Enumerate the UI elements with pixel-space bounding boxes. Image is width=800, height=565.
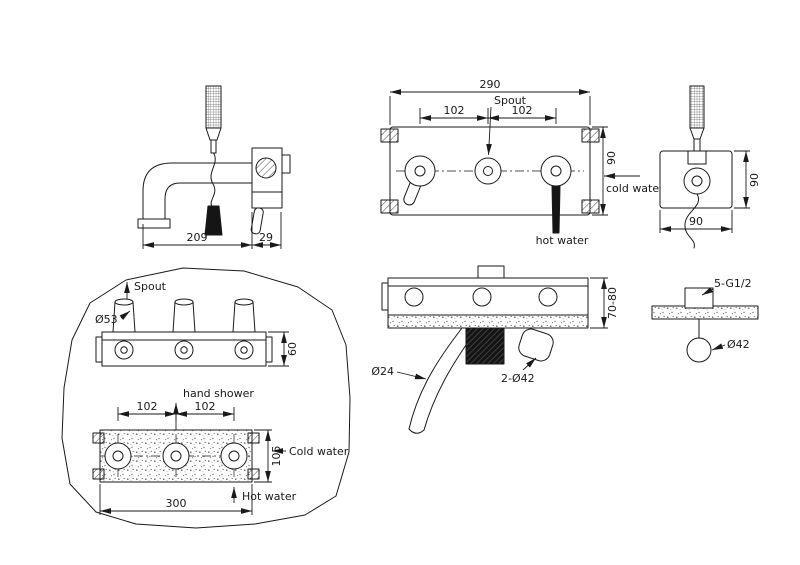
view-front: 290 102 102 Spout 90 cold water hot wate… bbox=[380, 78, 664, 247]
dim-290-label: 290 bbox=[480, 78, 501, 91]
spout-tube-inner bbox=[164, 182, 253, 220]
dia-53-label: Ø53 bbox=[95, 313, 118, 326]
cartridge-block bbox=[465, 327, 505, 365]
handshower-head bbox=[205, 85, 222, 129]
outlet-elbow bbox=[518, 328, 554, 362]
shower-hose bbox=[210, 152, 216, 208]
detail-bubble-outline bbox=[61, 267, 351, 529]
spout-stub bbox=[172, 301, 196, 333]
dim-60-label: 60 bbox=[286, 342, 299, 356]
port-circle bbox=[472, 287, 492, 307]
wall-section bbox=[387, 314, 589, 329]
handshower-taper bbox=[205, 127, 222, 141]
bubble-hot-water-label: Hot water bbox=[242, 490, 297, 503]
handshower-stem bbox=[210, 139, 217, 154]
spout-side-outer bbox=[408, 327, 463, 430]
hose-connector bbox=[204, 205, 223, 236]
dim-102-left-label: 102 bbox=[444, 104, 465, 117]
bubble-dim-102-right-label: 102 bbox=[195, 400, 216, 413]
handshower-dim-90-width-label: 90 bbox=[689, 215, 703, 228]
dim-209-label: 209 bbox=[187, 231, 208, 244]
mounting-tab bbox=[477, 265, 505, 280]
hot-hose bbox=[551, 185, 561, 234]
fixing-tab bbox=[380, 199, 399, 214]
spout-tube-outer bbox=[142, 162, 253, 220]
fixing-tab bbox=[247, 432, 260, 444]
body-boss bbox=[255, 157, 277, 179]
view-rough-side: 70-80 Ø24 2-Ø42 bbox=[371, 265, 619, 434]
dia-24-label: Ø24 bbox=[371, 365, 394, 378]
hand-shower-label: hand shower bbox=[183, 387, 254, 400]
fixing-tab bbox=[581, 128, 600, 143]
dim-90-height-label: 90 bbox=[605, 151, 618, 165]
dim-29-label: 29 bbox=[259, 231, 273, 244]
handshower-dim-90-height-label: 90 bbox=[748, 173, 761, 187]
fixing-tab bbox=[247, 468, 260, 480]
holder bbox=[687, 150, 707, 165]
fixing-tab bbox=[92, 468, 105, 480]
view-handshower: 90 90 bbox=[659, 85, 761, 249]
bubble-dim-102-left-label: 102 bbox=[137, 400, 158, 413]
thread-5-g12-label: 5-G1/2 bbox=[714, 277, 752, 290]
wall-flange bbox=[281, 154, 291, 174]
shower-hose bbox=[684, 193, 700, 249]
dim-70-80-label: 70-80 bbox=[606, 287, 619, 319]
fixing-tab bbox=[92, 432, 105, 444]
hot-water-label: hot water bbox=[536, 234, 589, 247]
outlet-face bbox=[686, 337, 712, 363]
spout-label: Spout bbox=[494, 94, 527, 107]
spout-leader bbox=[486, 106, 492, 156]
dia-42-label: Ø42 bbox=[727, 338, 750, 351]
port-circle bbox=[404, 287, 424, 307]
fixing-tab bbox=[581, 199, 600, 214]
view-faucet-side: 209 29 bbox=[137, 85, 291, 249]
dim-300-label: 300 bbox=[166, 497, 187, 510]
view-roughin-bubble: Spout Ø53 60 hand shower 102 102 105 Col… bbox=[61, 267, 351, 529]
view-outlet: 5-G1/2 Ø42 bbox=[651, 277, 759, 363]
bubble-spout-label: Spout bbox=[134, 280, 167, 293]
bubble-cold-water-label: Cold water bbox=[289, 445, 349, 458]
dim-105-label: 105 bbox=[270, 446, 283, 467]
lever-handle bbox=[250, 207, 264, 235]
handshower-head bbox=[689, 85, 705, 129]
spout-tip bbox=[137, 218, 171, 229]
holes-2-42-label: 2-Ø42 bbox=[501, 372, 535, 385]
fixing-tab bbox=[380, 128, 399, 143]
spout-stub bbox=[232, 301, 256, 333]
dim-102-right-label: 102 bbox=[512, 104, 533, 117]
port-circle bbox=[538, 287, 558, 307]
cold-water-label: cold water bbox=[606, 182, 664, 195]
